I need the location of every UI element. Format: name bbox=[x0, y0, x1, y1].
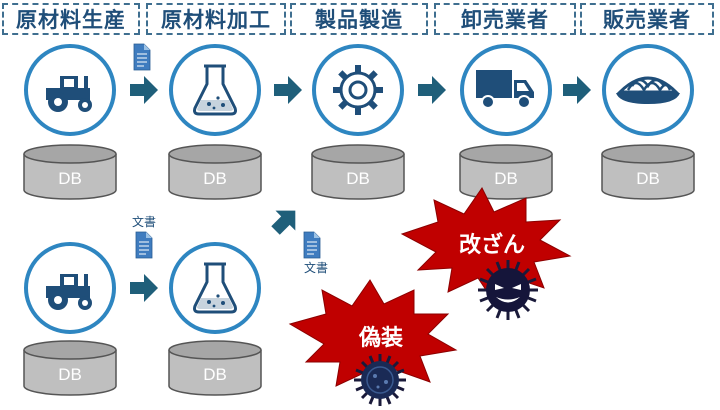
database-label: DB bbox=[58, 169, 82, 188]
flow-arrow bbox=[130, 76, 158, 104]
node-raw-processing bbox=[169, 44, 261, 136]
database-label: DB bbox=[494, 169, 518, 188]
document-icon bbox=[135, 231, 153, 259]
tampering-label: 改ざん bbox=[459, 232, 525, 258]
database-label: DB bbox=[636, 169, 660, 188]
document-label: 文書 bbox=[132, 214, 156, 229]
database-label: DB bbox=[203, 169, 227, 188]
flow-arrow bbox=[563, 76, 591, 104]
database-label: DB bbox=[346, 169, 370, 188]
node-alt-raw-processing bbox=[169, 242, 261, 334]
flow-arrow-diagonal bbox=[265, 200, 306, 241]
document-icon bbox=[133, 43, 151, 71]
virus-icon bbox=[354, 354, 406, 406]
truck-icon bbox=[476, 70, 534, 109]
noodle-plate-icon bbox=[616, 76, 680, 104]
document-label: 文書 bbox=[304, 260, 328, 275]
database-label: DB bbox=[58, 365, 82, 384]
gear-icon bbox=[333, 65, 383, 115]
forgery-burst bbox=[288, 279, 458, 397]
stage-label-raw-processing: 原材料加工 bbox=[146, 3, 286, 35]
stage-label-manufacturing: 製品製造 bbox=[290, 3, 428, 35]
node-manufacturing bbox=[312, 44, 404, 136]
stage-label-wholesaler: 卸売業者 bbox=[434, 3, 576, 35]
document-icon bbox=[303, 231, 321, 259]
flow-arrow bbox=[418, 76, 446, 104]
virus-icon bbox=[478, 260, 538, 320]
stage-label-retailer: 販売業者 bbox=[580, 3, 714, 35]
database-label: DB bbox=[203, 365, 227, 384]
stage-label-raw-production: 原材料生産 bbox=[2, 3, 140, 35]
forgery-label: 偽装 bbox=[358, 325, 403, 351]
flow-arrow bbox=[274, 76, 302, 104]
tampering-burst bbox=[400, 187, 572, 303]
flow-arrow bbox=[130, 274, 158, 302]
